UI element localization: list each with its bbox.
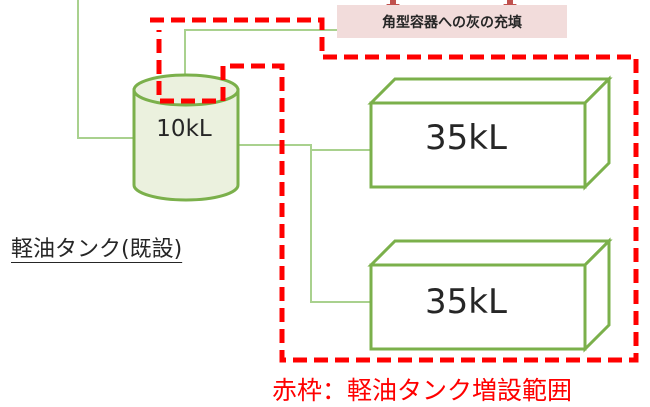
pipe-to-tank xyxy=(184,29,370,92)
new-tank-box-2 xyxy=(367,237,613,353)
new-tank-2-capacity: 35kL xyxy=(425,282,507,322)
callout-ash-filling: 角型容器への灰の充填 xyxy=(337,5,567,38)
new-tank-box-1 xyxy=(367,75,613,191)
callout-text: 角型容器への灰の充填 xyxy=(382,14,522,31)
boundary-top-loop xyxy=(150,17,639,363)
pipe-branch-upper xyxy=(232,144,380,151)
expansion-boundary xyxy=(150,17,639,363)
pipe-branch-lower xyxy=(310,150,375,303)
pipe-left-inlet xyxy=(77,0,140,139)
box2-front xyxy=(369,263,587,351)
pipe-lines xyxy=(77,0,380,303)
box1-front xyxy=(369,101,587,189)
new-tank-1-capacity: 35kL xyxy=(425,118,507,158)
existing-tank-capacity: 10kL xyxy=(156,116,212,142)
box1-top xyxy=(367,77,613,105)
box2-top xyxy=(367,239,613,267)
boundary-legend: 赤枠：軽油タンク増設範囲 xyxy=(272,376,573,405)
existing-tank-label: 軽油タンク(既設) xyxy=(11,237,183,262)
cylinder-body xyxy=(132,88,240,202)
